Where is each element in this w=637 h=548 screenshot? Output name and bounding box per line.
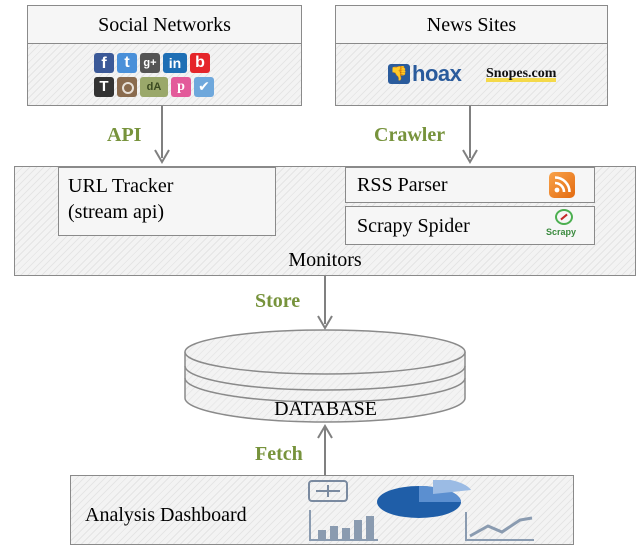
linkedin-icon: in xyxy=(163,53,187,73)
api-label: API xyxy=(107,124,142,146)
pie-chart-icon xyxy=(377,480,471,518)
bar-chart-icon xyxy=(309,510,378,541)
instagram-icon xyxy=(117,77,137,97)
social-networks-title: Social Networks xyxy=(28,6,301,44)
news-sites-title: News Sites xyxy=(336,6,607,44)
scrapy-spatula-icon xyxy=(555,209,573,225)
deviantart-icon: dA xyxy=(140,77,168,97)
analysis-dashboard-label: Analysis Dashboard xyxy=(85,504,247,526)
scrapy-spider-box: Scrapy Spider Scrapy xyxy=(345,206,595,245)
api-arrow xyxy=(154,106,170,164)
fetch-label: Fetch xyxy=(255,443,303,465)
news-sites-box: News Sites 👎 hoax Snopes.com xyxy=(335,5,608,106)
scrapy-logo-text: Scrapy xyxy=(546,227,577,237)
store-label: Store xyxy=(255,290,301,312)
hoax-logo: hoax xyxy=(412,61,462,86)
tumblr-icon: T xyxy=(94,77,114,97)
pinterest-icon: p xyxy=(171,77,191,97)
monitors-label: Monitors xyxy=(288,249,362,271)
scrapy-spider-label: Scrapy Spider xyxy=(357,215,470,237)
twitter-icon: t xyxy=(117,53,137,73)
store-arrow xyxy=(317,276,333,330)
calculator-icon xyxy=(308,480,348,502)
snopes-logo: Snopes.com xyxy=(486,66,557,82)
crawler-arrow xyxy=(462,106,478,164)
bebo-icon: b xyxy=(190,53,210,73)
url-tracker-box: URL Tracker (stream api) xyxy=(58,167,276,236)
line-chart-icon xyxy=(465,512,534,541)
database-cylinder xyxy=(184,329,466,423)
checkmark-icon: ✔ xyxy=(194,77,214,97)
google-plus-icon: g+ xyxy=(140,53,160,73)
social-networks-box: Social Networks f t g+ in b T dA p ✔ xyxy=(27,5,302,106)
fetch-arrow xyxy=(317,424,333,476)
rss-parser-box: RSS Parser xyxy=(345,167,595,203)
thumbs-down-icon: 👎 xyxy=(388,64,410,84)
database-label: DATABASE xyxy=(274,398,377,420)
url-tracker-sublabel: (stream api) xyxy=(68,201,165,223)
rss-icon xyxy=(549,172,575,198)
monitors-box: URL Tracker (stream api) RSS Parser Scra… xyxy=(14,166,636,276)
rss-parser-label: RSS Parser xyxy=(357,174,448,196)
analysis-dashboard-box: Analysis Dashboard xyxy=(70,475,574,545)
crawler-label: Crawler xyxy=(374,124,446,146)
facebook-icon: f xyxy=(94,53,114,73)
url-tracker-label: URL Tracker xyxy=(68,175,174,197)
